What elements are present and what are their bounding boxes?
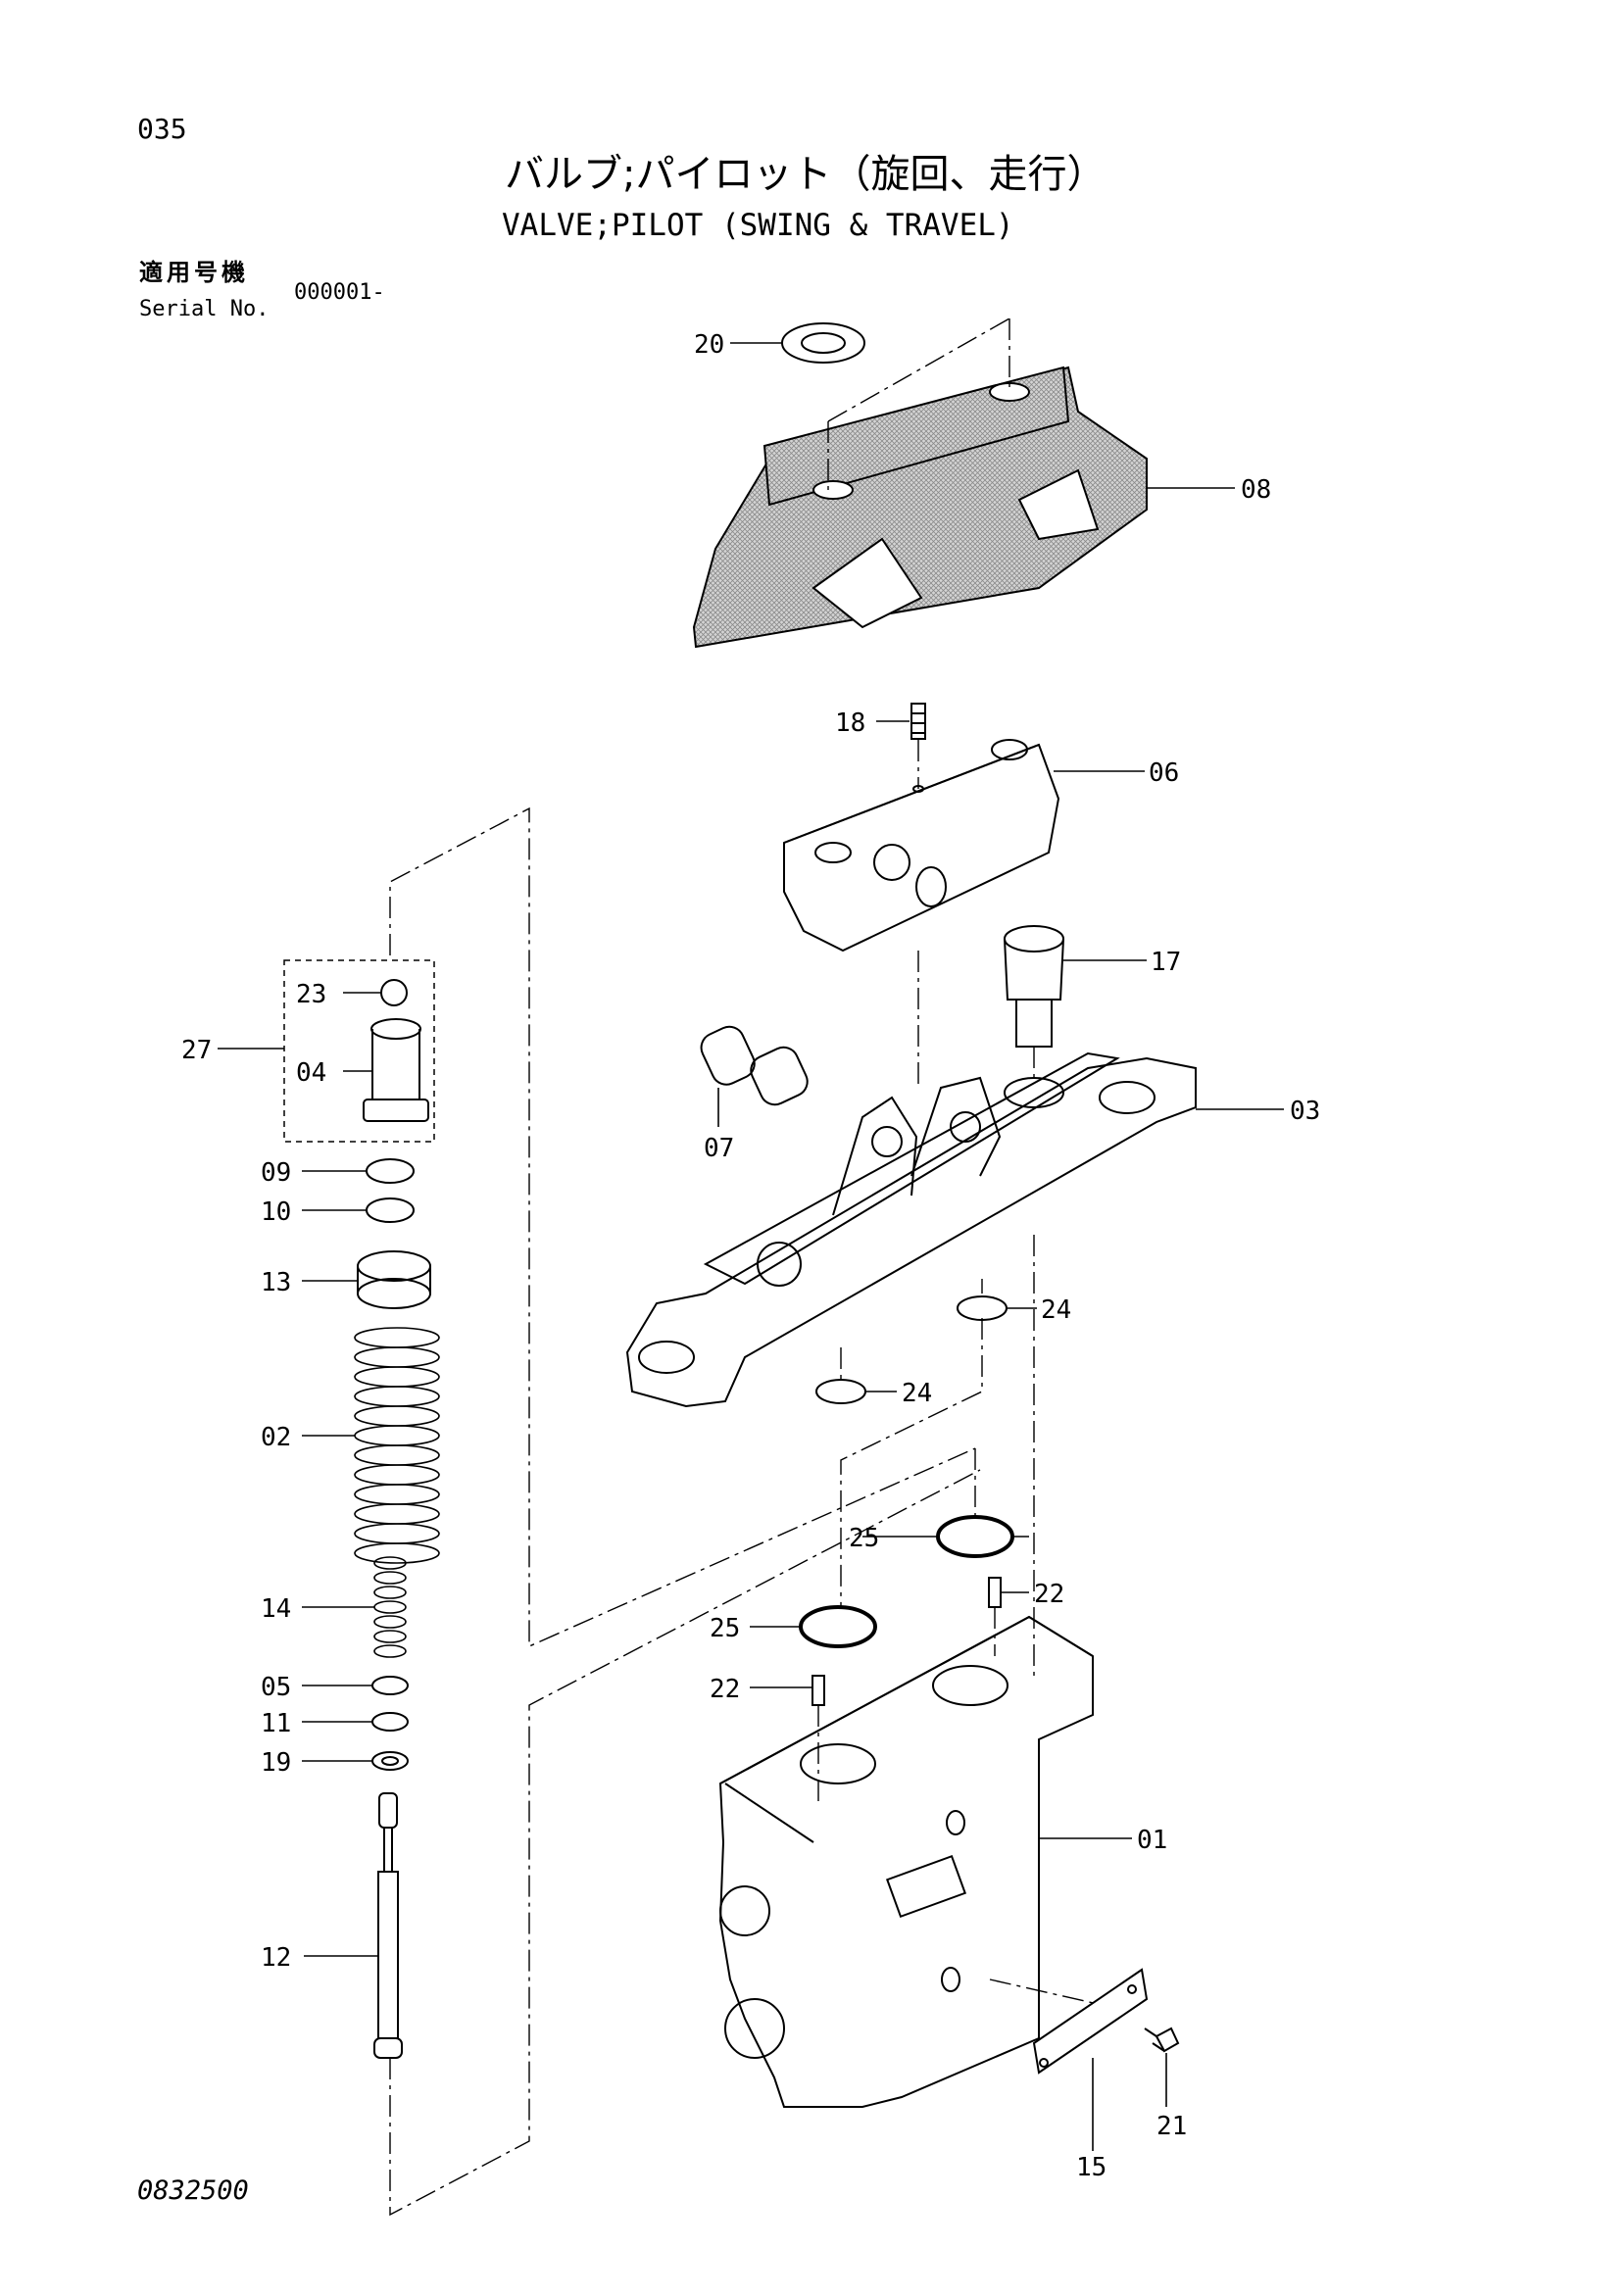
page-title-japanese: バルブ;パイロット（旋回、走行） (505, 152, 1107, 197)
document-number: 0832500 (137, 2175, 249, 2206)
bracket-part-03 (625, 1051, 1197, 1408)
serial-number-value: 000001- (294, 280, 385, 305)
part-labels: 20 08 18 06 17 03 07 24 24 25 25 22 22 0… (181, 330, 1320, 2182)
part-label-18: 18 (835, 708, 865, 738)
part-label-01: 01 (1137, 1826, 1167, 1855)
page-number: 035 (137, 113, 187, 145)
part-label-04: 04 (296, 1058, 326, 1088)
set-screw-part-18 (910, 703, 926, 740)
part-label-17: 17 (1151, 948, 1181, 977)
part-label-24-lower: 24 (902, 1379, 932, 1408)
assembly-box-part-27 (283, 959, 435, 1143)
part-label-06: 06 (1149, 758, 1179, 788)
shim-part-10 (366, 1197, 415, 1223)
lever-block-part-06 (783, 739, 1060, 953)
o-ring-part-24-lower (815, 1379, 866, 1404)
seat-part-04 (363, 1018, 429, 1122)
pin-part-22-upper (988, 1577, 1002, 1608)
part-label-25-lower: 25 (710, 1614, 740, 1643)
part-label-27: 27 (181, 1036, 212, 1065)
part-label-02: 02 (261, 1423, 291, 1452)
page-title-english: VALVE;PILOT (SWING & TRAVEL) (502, 208, 1014, 243)
screw-part-21 (1144, 2027, 1180, 2053)
washer-part-05 (371, 1676, 409, 1695)
plate-part-15 (1032, 1968, 1149, 2075)
part-label-14: 14 (261, 1594, 291, 1624)
part-label-12: 12 (261, 1943, 291, 1973)
part-label-03: 03 (1290, 1097, 1320, 1126)
part-label-15: 15 (1076, 2153, 1107, 2182)
spring-seat-part-13 (357, 1250, 431, 1309)
serial-label-japanese: 適用号機 (139, 259, 249, 286)
o-ring-part-25-upper (936, 1515, 1014, 1558)
leader-lines (218, 342, 1284, 2151)
o-ring-part-25-lower (799, 1605, 877, 1648)
part-label-08: 08 (1241, 475, 1271, 505)
part-label-21: 21 (1156, 2112, 1187, 2141)
shim-part-09 (366, 1158, 415, 1184)
serial-label-english: Serial No. (139, 297, 270, 321)
part-label-09: 09 (261, 1158, 291, 1188)
part-label-11: 11 (261, 1709, 291, 1738)
part-label-13: 13 (261, 1268, 291, 1297)
o-ring-part-24-upper (957, 1295, 1008, 1321)
rubber-cover-part-08 (692, 366, 1148, 649)
part-label-20: 20 (694, 330, 724, 360)
ball-part-23 (380, 979, 408, 1006)
part-label-24-upper: 24 (1041, 1295, 1071, 1325)
bolt-part-17 (1004, 925, 1064, 1048)
washer-part-11 (371, 1712, 409, 1732)
washer-part-19 (371, 1751, 409, 1771)
part-label-10: 10 (261, 1197, 291, 1227)
spring-part-14 (373, 1556, 407, 1658)
part-label-05: 05 (261, 1673, 291, 1702)
part-label-19: 19 (261, 1748, 291, 1778)
valve-body-part-01 (718, 1615, 1094, 2108)
assembly-lines (389, 318, 1099, 2217)
pin-part-22-lower (812, 1675, 825, 1706)
spool-part-12 (373, 1792, 403, 2059)
part-label-22-upper: 22 (1034, 1580, 1064, 1609)
washer-part-20 (781, 322, 865, 364)
part-label-25-upper: 25 (849, 1524, 879, 1553)
part-label-23: 23 (296, 980, 326, 1009)
part-label-07: 07 (704, 1134, 734, 1163)
part-label-22-lower: 22 (710, 1675, 740, 1704)
pin-part-07 (700, 1025, 809, 1106)
spring-part-02 (354, 1327, 440, 1564)
